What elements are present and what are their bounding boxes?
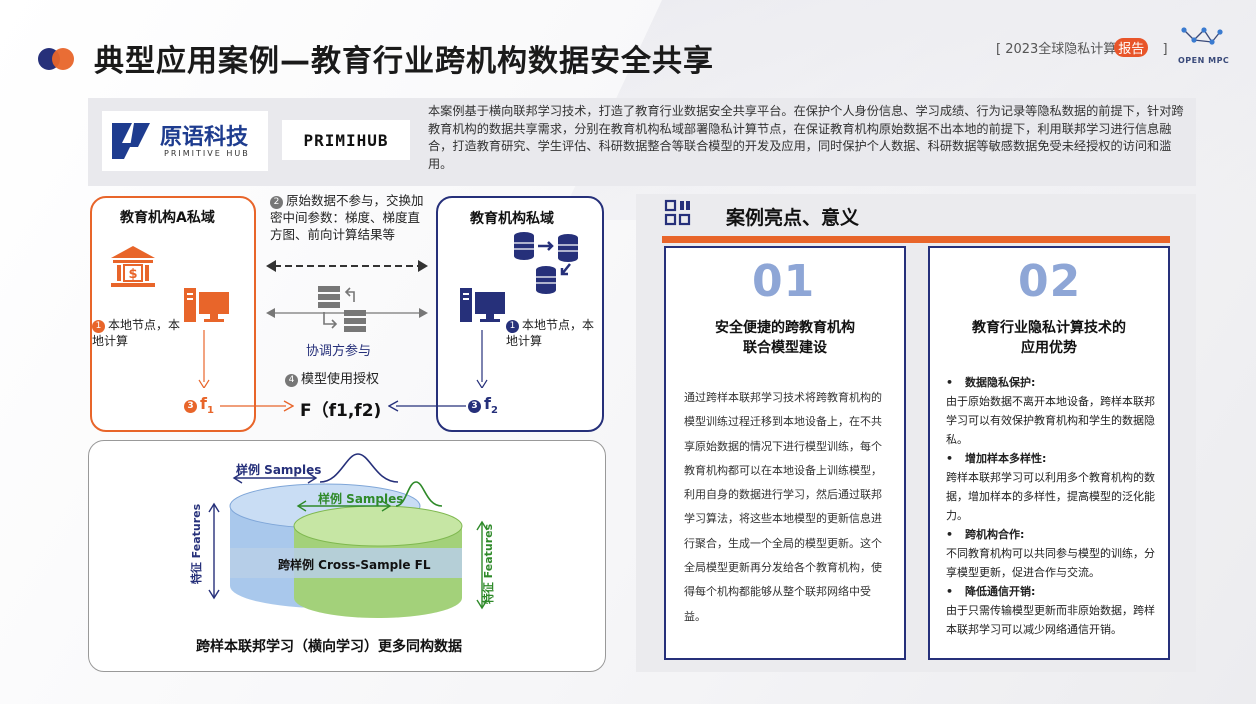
card-02-title-line2: 应用优势 xyxy=(1021,340,1077,356)
arrow-f1-to-model xyxy=(220,400,294,412)
bullet-head-privacy: 数据隐私保护: xyxy=(946,373,1158,392)
bullet-head-collaboration: 跨机构合作: xyxy=(946,525,1158,544)
step3-badge-b: 3 xyxy=(468,400,481,413)
primihub-logo: PRIMIHUB xyxy=(282,120,410,160)
bank-icon: $ xyxy=(111,246,155,287)
card-01-number: 01 xyxy=(752,256,816,307)
intro-description: 本案例基于横向联邦学习技术，打造了教育行业数据安全共享平台。在保护个人身份信息、… xyxy=(428,104,1184,171)
primitive-hub-mark-icon xyxy=(112,123,150,159)
bullet-text-privacy: 由于原始数据不离开本地设备，跨样本联邦学习可以有效保护教育机构和学生的数据隐私。 xyxy=(946,395,1155,446)
coordinator-double-arrow xyxy=(266,308,428,318)
step2-badge: 2 xyxy=(270,196,283,209)
exchange-dashed-arrow xyxy=(266,260,428,272)
card-02-bullet-list: 数据隐私保护: 由于原始数据不离开本地设备，跨样本联邦学习可以有效保护教育机构和… xyxy=(946,373,1158,639)
samples-label-a: 样例 Samples xyxy=(236,463,322,477)
card-01-title-line2: 联合模型建设 xyxy=(743,340,827,356)
domain-b-title: 教育机构私域 xyxy=(470,211,554,227)
arrow-b-down xyxy=(476,330,488,388)
report-tag-prefix: [ 2023全球隐私计算 xyxy=(996,42,1117,57)
coordinator-label: 协调方参与 xyxy=(306,344,372,359)
svg-text:$: $ xyxy=(128,267,137,282)
fl-caption: 跨样本联邦学习（横向学习）更多同构数据 xyxy=(196,639,462,655)
samples-label-b: 样例 Samples xyxy=(318,492,404,506)
intro-band xyxy=(88,98,1196,186)
bullet-head-communication: 降低通信开销: xyxy=(946,582,1158,601)
step3-badge-a: 3 xyxy=(184,400,197,413)
highlights-title: 案例亮点、意义 xyxy=(726,207,860,229)
features-label-a: 特征 Features xyxy=(190,503,203,585)
f1-text: f xyxy=(200,394,207,413)
step1-badge-a: 1 xyxy=(92,320,105,333)
features-label-b: 特征 Features xyxy=(482,523,495,605)
computer-b-icon xyxy=(460,288,505,322)
step4-text: 模型使用授权 xyxy=(301,372,380,387)
step4-badge: 4 xyxy=(285,374,298,387)
domain-a-title: 教育机构A私域 xyxy=(120,210,215,226)
card-02-number: 02 xyxy=(1018,256,1082,307)
step2-text: 原始数据不参与，交换加密中间参数：梯度、梯度直方图、前向计算结果等 xyxy=(270,193,424,242)
f2-subscript: 2 xyxy=(490,405,498,417)
card-01-title: 安全便捷的跨教育机构 联合模型建设 xyxy=(668,318,902,358)
primitive-hub-sub: PRIMITIVE HUB xyxy=(164,149,250,158)
card-02-title: 教育行业隐私计算技术的 应用优势 xyxy=(932,318,1166,358)
f2-text: f xyxy=(484,394,491,413)
step1-badge-b: 1 xyxy=(506,320,519,333)
combined-model-label: F（f1,f2) xyxy=(300,401,382,421)
report-tag-highlight: 报告 xyxy=(1114,38,1149,57)
bullet-text-collaboration: 不同教育机构可以共同参与模型的训练，分享模型更新，促进合作与交流。 xyxy=(946,547,1155,579)
bullet-text-diversity: 跨样本联邦学习可以利用多个教育机构的数据，增加样本的多样性，提高模型的泛化能力。 xyxy=(946,471,1155,522)
card-02-title-line1: 教育行业隐私计算技术的 xyxy=(972,320,1126,336)
step1-text-b: 本地节点，本地计算 xyxy=(506,318,595,348)
report-tag: [ 2023全球隐私计算报告 ] xyxy=(996,38,1168,57)
page-title: 典型应用案例—教育行业跨机构数据安全共享 xyxy=(94,44,714,79)
database-cluster-icon xyxy=(514,232,578,294)
cross-sample-label: 跨样例 Cross-Sample FL xyxy=(278,558,431,572)
bullet-text-communication: 由于只需传输模型更新而非原始数据，跨样本联邦学习可以减少网络通信开销。 xyxy=(946,604,1155,636)
primitive-hub-logo: 原语科技 PRIMITIVE HUB xyxy=(102,111,268,171)
arrow-f2-to-model xyxy=(388,400,466,412)
f1-subscript: 1 xyxy=(206,405,214,417)
report-tag-suffix: ] xyxy=(1162,42,1168,57)
cross-sample-cylinders xyxy=(208,453,488,618)
openmpc-logo-text: OPEN MPC xyxy=(1178,56,1230,65)
card-01-title-line1: 安全便捷的跨教育机构 xyxy=(715,320,855,336)
bullet-head-diversity: 增加样本多样性: xyxy=(946,449,1158,468)
arrow-a-down xyxy=(198,330,210,388)
openmpc-logo-icon xyxy=(1181,27,1223,45)
step1-text-a: 本地节点，本地计算 xyxy=(92,318,181,348)
computer-a-icon xyxy=(184,288,229,322)
highlights-orange-rule xyxy=(662,236,1170,243)
grid-icon xyxy=(664,199,691,226)
title-dot-orange xyxy=(52,48,74,70)
primitive-hub-name: 原语科技 xyxy=(160,125,249,150)
highlight-card-01 xyxy=(664,246,906,660)
card-01-body: 通过跨样本联邦学习技术将跨教育机构的模型训练过程迁移到本地设备上，在不共享原始数… xyxy=(684,391,882,623)
